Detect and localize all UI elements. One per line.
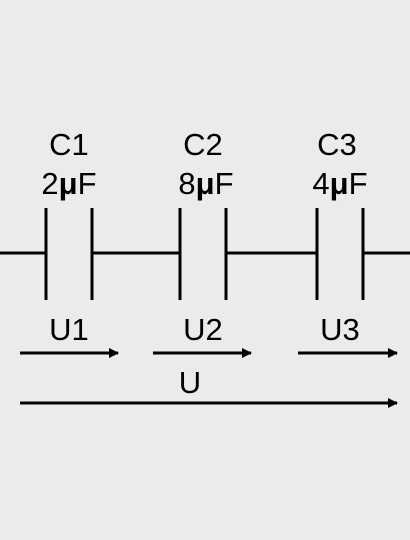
capacitor-c1: C1 2μF: [41, 127, 97, 300]
capacitor-c1-value: 2μF: [41, 166, 96, 201]
capacitor-c1-name: C1: [49, 127, 89, 162]
voltage-label-u1: U1: [49, 312, 89, 347]
capacitor-c2: C2 8μF: [178, 127, 234, 300]
capacitor-c3-value: 4μF: [312, 166, 367, 201]
voltage-label-u3: U3: [320, 312, 360, 347]
voltage-label-u2: U2: [183, 312, 223, 347]
voltage-arrows: [20, 348, 398, 408]
capacitor-c2-name: C2: [183, 127, 223, 162]
capacitor-c3-name: C3: [317, 127, 357, 162]
capacitor-c2-value: 8μF: [178, 166, 233, 201]
capacitor-c3: C3 4μF: [312, 127, 368, 300]
voltage-label-total: U: [179, 365, 201, 400]
